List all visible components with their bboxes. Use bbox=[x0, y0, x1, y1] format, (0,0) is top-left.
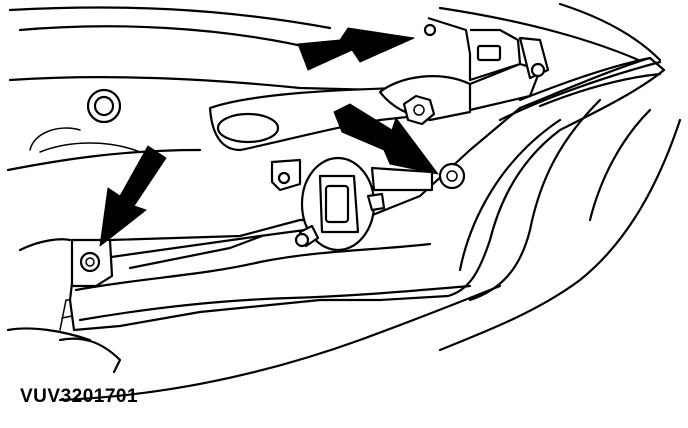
left-mounting-boss bbox=[86, 88, 122, 124]
arrow-left bbox=[99, 145, 167, 247]
right-fastener bbox=[438, 162, 466, 190]
arrow-upper-right bbox=[297, 27, 415, 71]
mounting-bracket-plate bbox=[208, 62, 542, 152]
headlamp-housing bbox=[58, 56, 682, 374]
upper-bracket bbox=[423, 16, 550, 82]
bulb-connector bbox=[270, 156, 434, 252]
hex-nut bbox=[402, 94, 436, 126]
body-panel-contours bbox=[6, 2, 662, 402]
left-mounting-tab bbox=[70, 238, 114, 288]
arrow-middle-right bbox=[333, 103, 439, 175]
figure-reference-code: VUV3201701 bbox=[20, 386, 139, 407]
callout-arrows bbox=[99, 27, 439, 247]
